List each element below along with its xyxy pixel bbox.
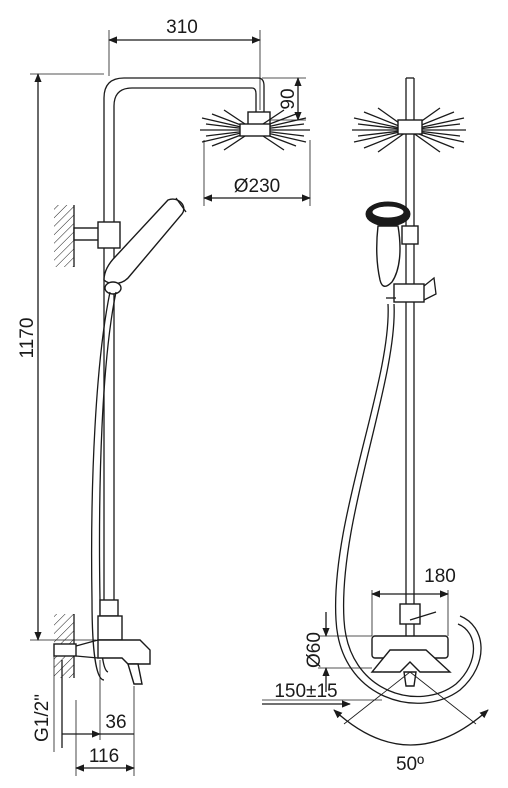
- slide-holder-front: [386, 276, 437, 303]
- hand-shower-side: [103, 197, 187, 295]
- dim-180: 180: [371, 566, 456, 636]
- dim-90: 90: [262, 77, 306, 121]
- dim-310: 310: [108, 17, 261, 110]
- hand-shower-front: [365, 201, 419, 287]
- shower-head-side: [200, 109, 310, 151]
- mixer-front: [370, 603, 452, 687]
- dim-60-label: Ø60: [304, 632, 325, 668]
- wall-hatch-upper: [54, 205, 74, 267]
- hose-side: [90, 291, 111, 681]
- dim-60: Ø60: [304, 612, 372, 692]
- dim-180-label: 180: [424, 566, 456, 587]
- dim-1170: 1170: [17, 73, 104, 641]
- mixer-side: [53, 599, 151, 685]
- dim-50: 50º: [333, 671, 489, 775]
- dim-150: 150±15: [262, 681, 382, 708]
- wall-bracket: [73, 227, 101, 241]
- riser-pipe: [103, 77, 265, 640]
- dim-g12: G1/2": [32, 650, 63, 752]
- dim-310-label: 310: [166, 17, 198, 38]
- dim-150-label: 150±15: [274, 681, 337, 702]
- hose-front: [334, 303, 482, 704]
- shower-head-front: [352, 107, 466, 153]
- dim-36-label: 36: [105, 712, 126, 733]
- dim-230-label: Ø230: [234, 176, 280, 197]
- dim-1170-label: 1170: [17, 318, 38, 359]
- front-view: 180 Ø60 150±15 50º: [262, 77, 489, 775]
- dim-50-label: 50º: [396, 754, 424, 775]
- dim-90-label: 90: [278, 88, 299, 109]
- dim-116-label: 116: [89, 746, 119, 767]
- dim-230: Ø230: [203, 140, 311, 206]
- side-view: 310 90 Ø230 1170 G1/2": [17, 17, 311, 776]
- dim-36: 36: [62, 660, 135, 740]
- dim-116: 116: [75, 700, 135, 776]
- dim-g12-label: G1/2": [32, 694, 53, 742]
